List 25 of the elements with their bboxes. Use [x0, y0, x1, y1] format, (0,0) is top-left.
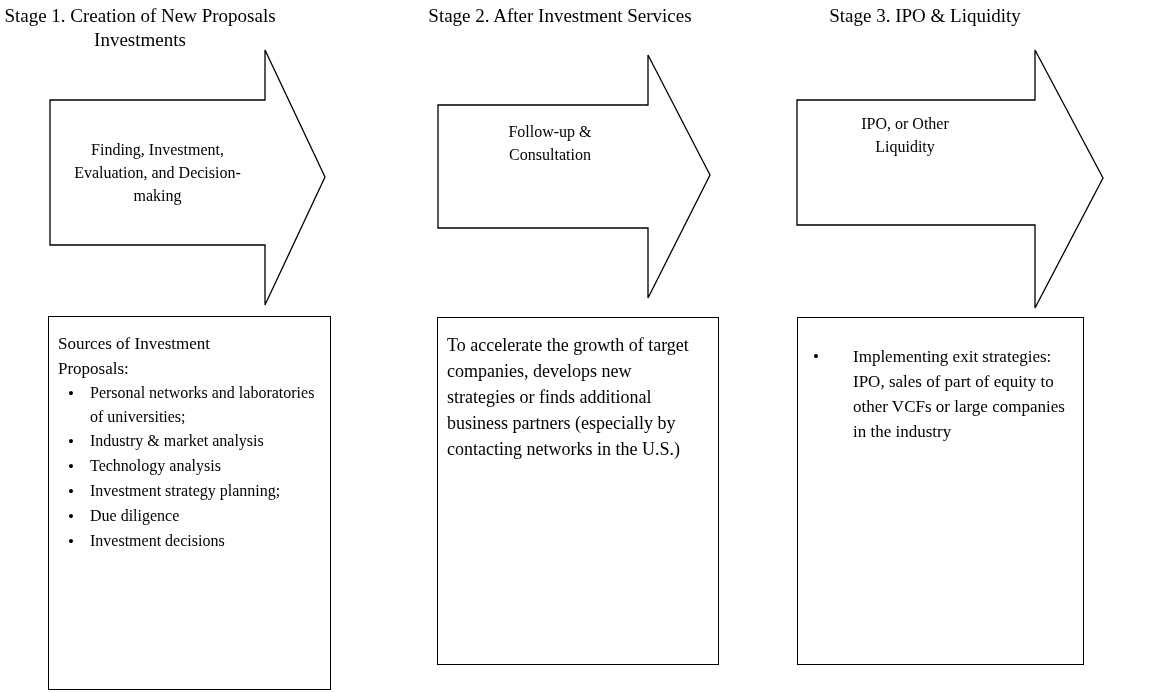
bullet-text: Technology analysis [90, 456, 222, 477]
text-box [797, 317, 1084, 665]
bullet-text: Investment strategy planning; [90, 481, 282, 502]
arrow-text: Follow-up & Consultation [507, 121, 593, 165]
bullet-marker: • [813, 346, 820, 368]
bullet-text: Industry & market analysis [90, 431, 265, 452]
bullet-text: Implementing exit strategies: IPO, sales of part of equity to other VCFs or large companies in the industry [853, 346, 1066, 443]
bullet-marker: • [68, 531, 75, 553]
arrow-text: IPO, or Other Liquidity [860, 114, 950, 158]
bullet-marker: • [68, 431, 75, 453]
box-text: To accelerate the growth of target companies, develops new strategies or finds additional business partners (especially by contacting networks in the U.S.) [447, 334, 690, 461]
text-box [48, 316, 331, 690]
box-text: Sources of Investment Proposals: [58, 333, 212, 380]
bullet-marker: • [68, 456, 75, 478]
text-box [437, 317, 719, 665]
bullet-marker: • [68, 481, 75, 503]
bullet-text: Investment decisions [90, 531, 226, 551]
stage-title: Stage 3. IPO & Liquidity [829, 4, 1021, 28]
bullet-marker: • [68, 383, 75, 405]
bullet-marker: • [68, 506, 75, 528]
bullet-text: Personal networks and laboratories of universities; [90, 383, 316, 427]
stage-title: Stage 1. Creation of New Proposals Investments [3, 4, 277, 52]
stage-title: Stage 2. After Investment Services [428, 4, 692, 28]
arrow-text: Finding, Investment, Evaluation, and Decision-making [73, 140, 242, 207]
bullet-text: Due diligence [90, 506, 181, 527]
